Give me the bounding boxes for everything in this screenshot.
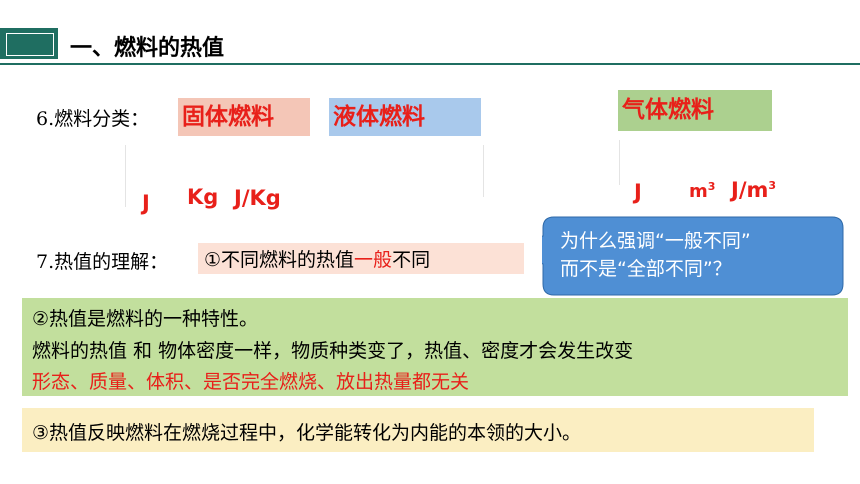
question-callout	[542, 216, 844, 296]
section-marker	[0, 28, 58, 59]
gas-fuel-box: 气体燃料	[618, 90, 772, 131]
callout-text: 为什么强调“一般不同” 而不是“全部不同”？	[560, 230, 751, 280]
faint-divider	[483, 145, 484, 197]
point1-highlight-box	[198, 243, 524, 274]
header-divider	[0, 63, 860, 65]
liquid-fuel-box: 液体燃料	[329, 98, 481, 136]
point1-emphasis: 一般	[354, 249, 393, 271]
reflection-text: ③热值反映燃料在燃烧过程中，化学能转化为内能的本领的大小。	[32, 422, 582, 444]
point1-text: ①不同燃料的热值一般不同	[204, 249, 431, 271]
unit-kilogram: Kg	[187, 185, 219, 209]
unit-joule-per-kilogram: J/Kg	[234, 186, 281, 210]
unit-joule: J	[142, 191, 150, 215]
section-title: 一、燃料的热值	[70, 36, 225, 61]
unit-joule-gas: J	[634, 180, 642, 204]
property-line-1: ②热值是燃料的一种特性。	[32, 308, 259, 330]
solid-fuel-box: 固体燃料	[178, 98, 310, 136]
property-line-3: 形态、质量、体积、是否完全燃烧、放出热量都无关	[32, 371, 470, 393]
faint-divider	[619, 140, 620, 185]
faint-divider	[125, 145, 126, 207]
property-box	[22, 298, 848, 396]
reflection-box	[22, 408, 814, 452]
property-line-2: 燃料的热值 和 物体密度一样，物质种类变了，热值、密度才会发生改变	[32, 340, 634, 362]
fuel-classification-label: 6.燃料分类：	[36, 108, 150, 130]
understanding-label: 7.热值的理解：	[36, 251, 169, 273]
unit-joule-per-cubic-meter: J/m3	[731, 178, 777, 202]
unit-cubic-meter: m3	[689, 180, 716, 202]
